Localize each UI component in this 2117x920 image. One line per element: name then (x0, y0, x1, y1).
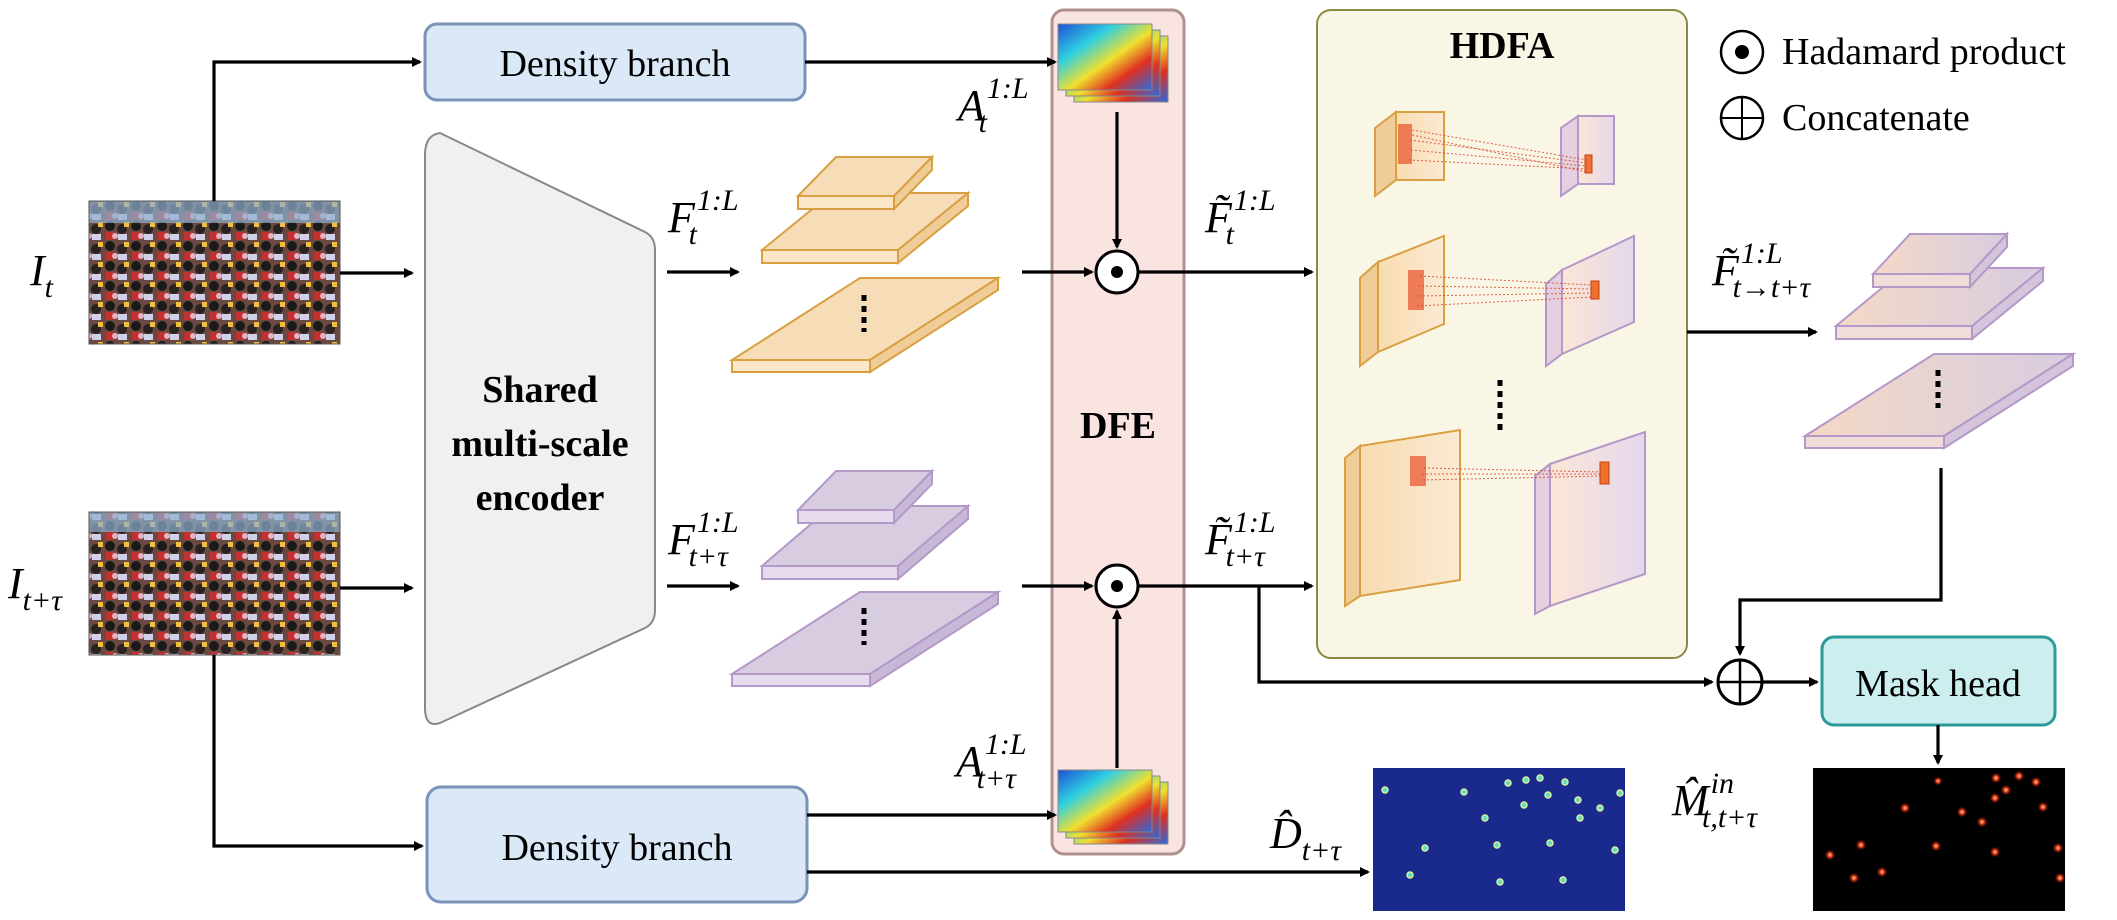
density-branch-top-label: Density branch (499, 43, 730, 85)
mask-head-label: Mask head (1855, 663, 2021, 705)
density-branch-top: Density branch (423, 22, 807, 102)
hadamard-operator-bottom (1094, 563, 1140, 609)
label-d-hat: D̂t+τ (1269, 809, 1342, 867)
encoder-label-line-2: multi-scale (451, 423, 628, 465)
density-map-output (1373, 768, 1625, 911)
label-i-t-tau: It+τ (7, 559, 63, 617)
concatenate-operator (1716, 658, 1764, 706)
input-image-t-tau (88, 511, 341, 656)
shared-encoder: Shared multi-scale encoder (424, 131, 656, 725)
hdfa-pair-1 (1374, 109, 1615, 199)
label-i-t: It (29, 246, 54, 304)
arrow-warped-to-concat (1735, 468, 1943, 656)
encoder-label-line-1: Shared (482, 369, 597, 411)
legend-concatenate-icon (1719, 95, 1765, 141)
arrow-it-to-density (212, 57, 422, 201)
mask-map-output (1813, 768, 2066, 911)
hdfa-label: HDFA (1450, 25, 1555, 67)
attention-map-top (1057, 23, 1169, 103)
dfe-module: DFE (1050, 8, 1186, 856)
hdfa-pair-3 (1344, 428, 1646, 616)
connectors (212, 57, 1943, 877)
legend-concatenate-label: Concatenate (1782, 97, 1970, 139)
dfe-label: DFE (1080, 405, 1156, 447)
arrow-skip-to-concat (1257, 586, 1714, 687)
input-image-t (88, 200, 341, 345)
mask-head: Mask head (1820, 635, 2057, 727)
legend-hadamard-label: Hadamard product (1782, 31, 2066, 73)
legend: Hadamard product Concatenate (1719, 29, 2066, 141)
density-branch-bottom-label: Density branch (501, 827, 732, 869)
attention-map-bottom (1057, 769, 1169, 845)
feature-stack-warped (1801, 231, 2077, 450)
legend-hadamard-icon (1719, 29, 1765, 75)
hadamard-operator-top (1094, 249, 1140, 295)
feature-stack-ft (728, 154, 1002, 374)
encoder-label-line-3: encoder (476, 477, 605, 519)
feature-stack-ft-tau (728, 468, 1002, 688)
hdfa-pair-2 (1359, 234, 1635, 369)
hdfa-module: HDFA (1316, 9, 1688, 659)
density-branch-bottom: Density branch (425, 785, 809, 904)
arrow-it-tau-to-density (212, 655, 424, 851)
